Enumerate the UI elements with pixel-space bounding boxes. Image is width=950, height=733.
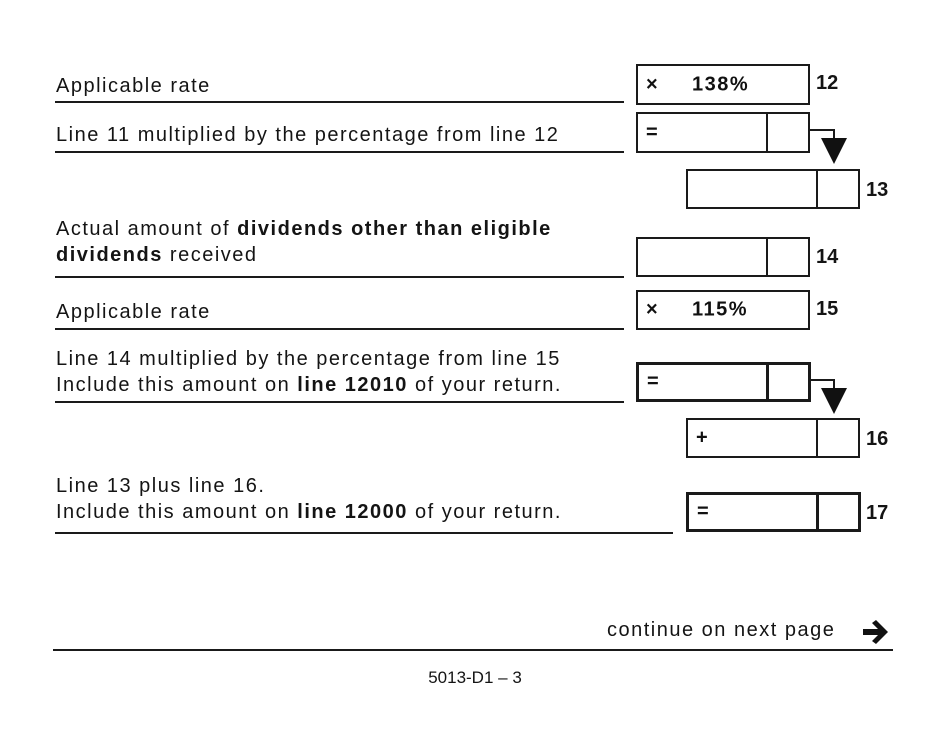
line-14x15-label-row1: Line 14 multiplied by the percentage fro… xyxy=(56,348,561,370)
line-12-rate-box: × 138% xyxy=(636,64,810,105)
footer-rule xyxy=(53,649,893,651)
line-15-rate-box: × 115% xyxy=(636,290,810,330)
equals-sign: = xyxy=(647,370,659,393)
connector-line xyxy=(833,379,835,389)
cents-divider xyxy=(816,420,818,456)
line-14-label-row1: Actual amount of dividends other than el… xyxy=(56,218,552,240)
line-12010-ref: line 12010 xyxy=(297,374,408,396)
equals-sign: = xyxy=(697,500,709,523)
line-11x12-amount-field[interactable]: = xyxy=(636,112,810,153)
line-17-underline xyxy=(55,532,673,534)
multiply-sign: × xyxy=(646,73,658,95)
line-14-label-row2: dividends received xyxy=(56,244,258,266)
line-12-underline xyxy=(55,101,624,103)
line-12000-ref: line 12000 xyxy=(297,501,408,523)
arrow-right-icon xyxy=(863,620,888,644)
down-arrow-icon xyxy=(821,388,847,414)
connector-line xyxy=(810,379,835,381)
line-11x12-label: Line 11 multiplied by the percentage fro… xyxy=(56,124,560,146)
connector-line xyxy=(809,129,835,131)
equals-sign: = xyxy=(646,121,658,143)
cents-divider xyxy=(766,365,769,399)
line-12-label: Applicable rate xyxy=(56,75,211,97)
multiply-sign: × xyxy=(646,298,658,321)
line-number-13: 13 xyxy=(866,179,889,201)
line-number-17: 17 xyxy=(866,502,889,524)
plus-sign: + xyxy=(696,426,708,449)
line-15-label: Applicable rate xyxy=(56,301,211,323)
cents-divider xyxy=(766,239,768,275)
line-16-amount-field[interactable]: + xyxy=(686,418,860,458)
page-number: 5013-D1 – 3 xyxy=(428,668,522,687)
line-number-16: 16 xyxy=(866,428,889,450)
line-14x15-underline xyxy=(55,401,624,403)
line-14-underline xyxy=(55,276,624,278)
line-17-amount-field[interactable]: = xyxy=(686,492,861,532)
cents-divider xyxy=(816,495,819,529)
line-12-rate-value: 138% xyxy=(692,73,750,95)
connector-line xyxy=(833,129,835,139)
line-number-15: 15 xyxy=(816,298,839,320)
line-15-rate-value: 115% xyxy=(692,298,749,321)
line-number-12: 12 xyxy=(816,72,839,94)
line-13-amount-field[interactable] xyxy=(686,169,860,209)
line-17-label-row2: Include this amount on line 12000 of you… xyxy=(56,501,562,523)
down-arrow-icon xyxy=(821,138,847,164)
line-14x15-amount-field[interactable]: = xyxy=(636,362,811,402)
line-11x12-underline xyxy=(55,151,624,153)
line-14-amount-field[interactable] xyxy=(636,237,810,277)
continue-on-next-page: continue on next page xyxy=(607,619,836,641)
line-number-14: 14 xyxy=(816,246,839,268)
line-14x15-label-row2: Include this amount on line 12010 of you… xyxy=(56,374,562,396)
dividends-emphasis: dividends other than eligible xyxy=(237,218,552,240)
cents-divider xyxy=(816,171,818,207)
line-17-label-row1: Line 13 plus line 16. xyxy=(56,475,266,497)
line-15-underline xyxy=(55,328,624,330)
cents-divider xyxy=(766,114,768,151)
